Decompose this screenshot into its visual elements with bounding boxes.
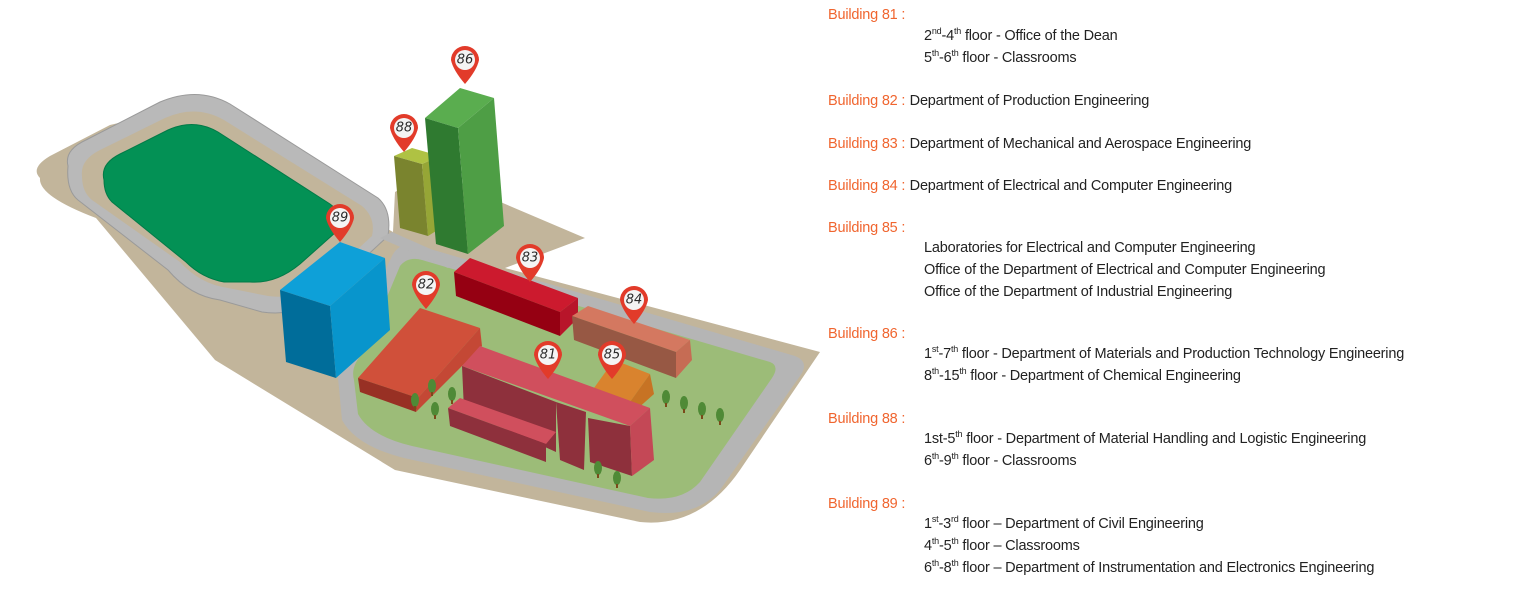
location-pin-icon[interactable]: 86 xyxy=(451,46,479,84)
location-pin-icon[interactable]: 81 xyxy=(534,341,562,379)
svg-text:86: 86 xyxy=(457,53,474,68)
legend-entry-84: Building 84 : Department of Electrical a… xyxy=(828,177,1520,195)
tree-icon xyxy=(594,461,602,478)
floor-line: 8th-15th floor - Department of Chemical … xyxy=(924,366,1241,385)
floor-line: Office of the Department of Electrical a… xyxy=(924,262,1326,278)
floor-line: Office of the Department of Industrial E… xyxy=(924,284,1233,300)
location-pin-icon[interactable]: 88 xyxy=(390,114,418,152)
svg-text:82: 82 xyxy=(418,278,435,293)
road-connector xyxy=(380,232,460,268)
building-name: Building 88 : xyxy=(828,411,906,427)
map-pins: 86 88 89 83 82 xyxy=(326,46,648,379)
svg-text:83: 83 xyxy=(522,251,539,266)
svg-text:89: 89 xyxy=(332,211,349,226)
tree-icon xyxy=(698,402,706,419)
legend-entry-85: Building 85 : Laboratories for Electrica… xyxy=(828,219,1520,300)
legend-entry-86: Building 86 : 1st-7th floor - Department… xyxy=(828,325,1520,384)
building-name: Building 89 : xyxy=(828,496,906,512)
building-name: Building 85 : xyxy=(828,220,906,236)
tree-icon xyxy=(662,390,670,407)
building-89[interactable] xyxy=(280,242,390,378)
legend-entry-83: Building 83 : Department of Mechanical a… xyxy=(828,135,1520,153)
building-name: Building 81 : xyxy=(828,7,906,23)
svg-text:88: 88 xyxy=(396,121,413,136)
building-name: Building 86 : xyxy=(828,326,906,342)
building-name: Building 82 : xyxy=(828,93,906,109)
building-description: Department of Electrical and Computer En… xyxy=(909,178,1232,194)
location-pin-icon[interactable]: 84 xyxy=(620,286,648,324)
svg-text:85: 85 xyxy=(604,348,621,363)
legend-entry-82: Building 82 : Department of Production E… xyxy=(828,92,1520,110)
building-name: Building 83 : xyxy=(828,136,906,152)
building-description: Department of Mechanical and Aerospace E… xyxy=(909,136,1252,152)
tree-icon xyxy=(448,387,456,404)
trees xyxy=(411,379,724,488)
tree-icon xyxy=(431,402,439,419)
floor-line: 1st-3rd floor – Department of Civil Engi… xyxy=(924,514,1204,533)
building-83[interactable] xyxy=(454,258,578,336)
campus-map: 86 88 89 83 82 xyxy=(36,46,820,523)
legend-entry-89: Building 89 : 1st-3rd floor – Department… xyxy=(828,495,1520,576)
location-pin-icon[interactable]: 83 xyxy=(516,244,544,282)
tree-icon xyxy=(680,396,688,413)
legend-entry-81: Building 81 : 2nd-4th floor - Office of … xyxy=(828,6,1520,66)
floor-line: Laboratories for Electrical and Computer… xyxy=(924,240,1256,256)
floor-line: 2nd-4th floor - Office of the Dean xyxy=(924,26,1118,45)
location-pin-icon[interactable]: 85 xyxy=(598,341,626,379)
svg-text:84: 84 xyxy=(626,293,643,308)
floor-line: 1st-7th floor - Department of Materials … xyxy=(924,344,1405,363)
floor-line: 4th-5th floor – Classrooms xyxy=(924,536,1080,555)
building-86[interactable] xyxy=(425,88,504,254)
tree-icon xyxy=(716,408,724,425)
floor-line: 6th-9th floor - Classrooms xyxy=(924,451,1077,470)
floor-line: 5th-6th floor - Classrooms xyxy=(924,48,1077,67)
building-84[interactable] xyxy=(572,306,692,378)
football-field xyxy=(102,124,340,283)
floor-line: 1st-5th floor - Department of Material H… xyxy=(924,429,1367,448)
tree-icon xyxy=(613,471,621,488)
svg-text:81: 81 xyxy=(540,348,557,363)
legend-entry-88: Building 88 : 1st-5th floor - Department… xyxy=(828,410,1520,469)
location-pin-icon[interactable]: 89 xyxy=(326,204,354,242)
building-name: Building 84 : xyxy=(828,178,906,194)
building-description: Department of Production Engineering xyxy=(909,93,1150,109)
tree-icon xyxy=(428,379,436,396)
tree-icon xyxy=(411,393,419,410)
floor-line: 6th-8th floor – Department of Instrument… xyxy=(924,558,1375,577)
location-pin-icon[interactable]: 82 xyxy=(412,271,440,309)
